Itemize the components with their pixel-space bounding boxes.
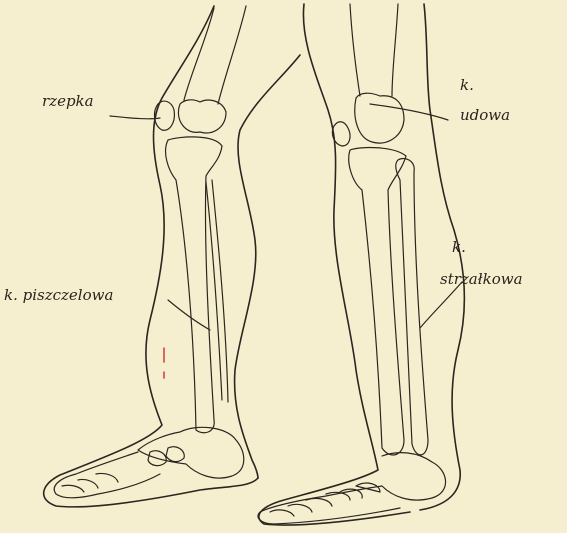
right-foot-bones [258, 453, 446, 524]
label-fibula-line1: k. [452, 238, 466, 256]
right-tibia [349, 148, 406, 455]
right-leg-left-outline [259, 4, 410, 525]
label-femur-line1: k. [460, 76, 474, 94]
tibia-leader [168, 300, 210, 330]
patella-leader [110, 116, 160, 119]
left-leg [44, 6, 300, 507]
right-leg [258, 4, 464, 525]
right-leg-right-outline [420, 4, 464, 510]
label-tibia: k. piszczelowa [4, 286, 113, 304]
left-fibula [206, 180, 228, 402]
label-leaders [110, 104, 462, 330]
label-fibula-line2: strzałkowa [440, 270, 523, 288]
left-leg-back-outline [235, 55, 300, 478]
left-tibia [166, 137, 222, 433]
right-femur [350, 4, 404, 143]
femur-leader [370, 104, 448, 120]
label-femur-line2: udowa [460, 106, 510, 124]
label-patella: rzepka [42, 92, 94, 110]
left-patella [155, 101, 175, 130]
left-foot-bones [54, 427, 244, 497]
left-femur [178, 6, 246, 133]
fibula-leader [420, 282, 462, 328]
right-fibula [396, 159, 428, 455]
